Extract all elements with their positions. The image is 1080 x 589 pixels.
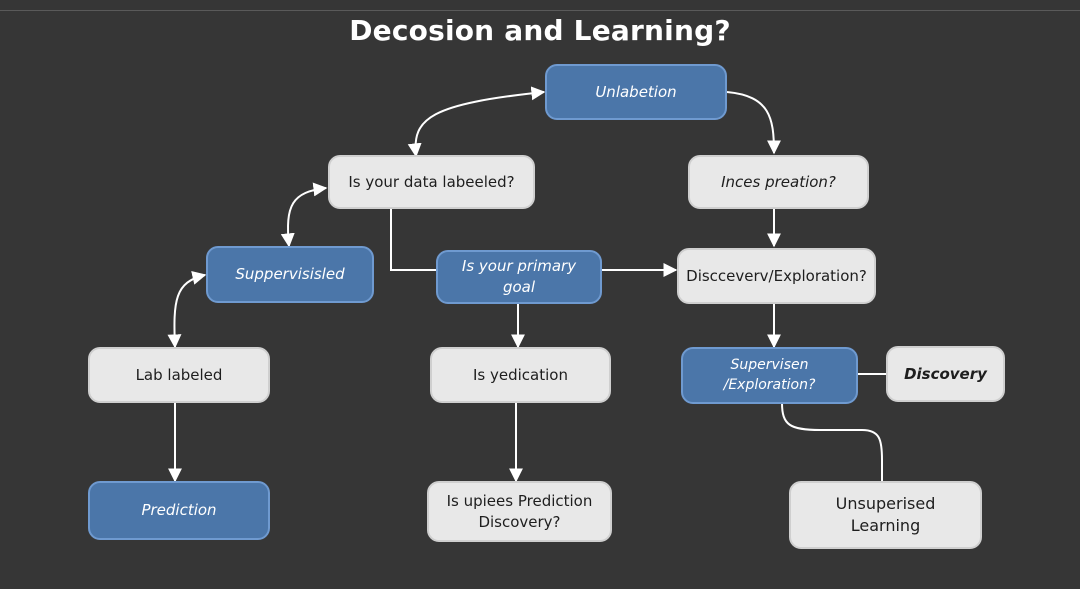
top-divider-line: [0, 10, 1080, 11]
arrow-data-labeled-to-unlabetion: [407, 86, 546, 158]
node-data-labeled[interactable]: Is your data labeeled?: [328, 155, 535, 209]
arrow-supervised-to-data-labeled: [280, 182, 328, 248]
node-discovery-exploration[interactable]: Discceverv/Exploration?: [677, 248, 876, 304]
node-upiees-prediction[interactable]: Is upiees Prediction Discovery?: [427, 481, 612, 542]
node-unlabetion[interactable]: Unlabetion: [545, 64, 727, 120]
line-supervisen-to-unsuperised-learning: [781, 402, 883, 481]
node-suppervisisled[interactable]: Suppervisisled: [206, 246, 374, 303]
arrow-unlabetion-to-inces-preation: [726, 91, 781, 155]
node-supervisen-exploration[interactable]: Supervisen /Exploration?: [681, 347, 858, 404]
node-discovery[interactable]: Discovery: [886, 346, 1005, 402]
line-data-labeled-to-primary-goal: [390, 208, 437, 271]
node-inces-preation[interactable]: Inces preation?: [688, 155, 869, 209]
node-unsuperised-learning[interactable]: Unsuperised Learning: [789, 481, 982, 549]
diagram-title: Decosion and Learning?: [349, 14, 731, 47]
node-prediction[interactable]: Prediction: [88, 481, 270, 540]
node-primary-goal[interactable]: Is your primary goal: [436, 250, 602, 304]
node-yedication[interactable]: Is yedication: [430, 347, 611, 403]
node-lab-labeled[interactable]: Lab labeled: [88, 347, 270, 403]
arrow-lab-labeled-to-supervised: [167, 271, 207, 349]
